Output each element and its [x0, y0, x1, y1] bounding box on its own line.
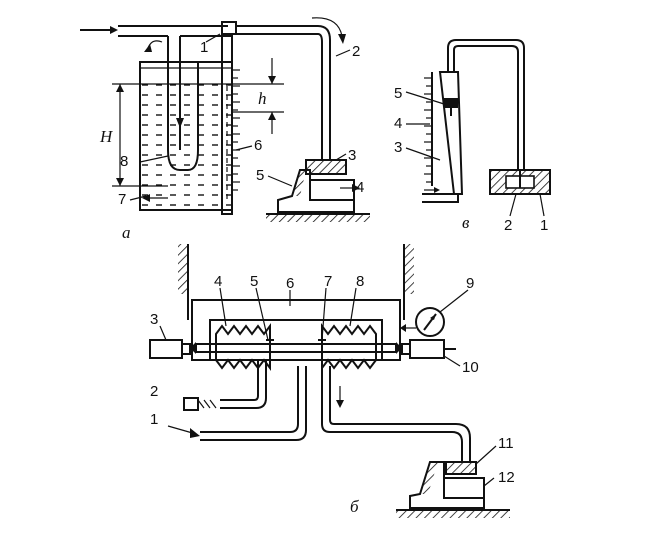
outlet-pipe-b — [321, 366, 463, 462]
caption-b: б — [350, 497, 359, 516]
bellows-4 — [215, 323, 271, 371]
workpiece-4 — [309, 179, 355, 201]
label-b-4: 4 — [214, 273, 222, 290]
fixture-5 — [277, 169, 355, 213]
label-a-3: 3 — [348, 147, 356, 164]
label-b-11: 11 — [498, 435, 514, 452]
label-v-2: 2 — [504, 217, 512, 234]
central-rod — [195, 343, 397, 353]
valve-2 — [183, 397, 199, 411]
sensor-3 — [149, 339, 183, 359]
label-b-8: 8 — [356, 273, 364, 290]
panel-b: 3 4 5 6 7 8 9 10 2 1 11 12 б — [149, 244, 515, 518]
label-b-9: 9 — [466, 275, 474, 292]
restrictor-1 — [221, 21, 237, 35]
dip-tube — [167, 36, 199, 171]
fixture-b — [409, 461, 485, 509]
label-a-7: 7 — [118, 191, 126, 208]
graduated-tube — [221, 35, 233, 215]
inlet-pipe-v — [422, 193, 459, 203]
label-b-5: 5 — [250, 273, 258, 290]
nozzle-11 — [445, 461, 477, 475]
label-a-1: 1 — [200, 39, 208, 56]
supply-pipe-a — [118, 25, 228, 37]
dimension-H — [112, 83, 168, 187]
label-b-7: 7 — [324, 273, 332, 290]
conical-tube — [438, 71, 464, 195]
label-b-6: 6 — [286, 275, 294, 292]
nozzle-3 — [305, 159, 347, 175]
gauge-9 — [415, 307, 445, 337]
wall-left — [178, 244, 188, 294]
label-a-5: 5 — [256, 167, 264, 184]
label-v-1: 1 — [540, 217, 548, 234]
outlet-pipe-v — [447, 39, 525, 170]
label-v-5: 5 — [394, 85, 402, 102]
scale-ticks-v — [424, 77, 432, 183]
workpiece-12 — [443, 477, 485, 499]
label-b-1: 1 — [150, 411, 158, 428]
label-a-4: 4 — [356, 179, 364, 196]
water-fill — [141, 84, 231, 209]
caption-a: а — [122, 223, 131, 242]
label-b-2: 2 — [150, 383, 158, 400]
bellows-8 — [321, 323, 377, 371]
label-a-2: 2 — [352, 43, 360, 60]
scale-ticks-a — [232, 69, 240, 191]
label-v-4: 4 — [394, 115, 402, 132]
dimension-h — [232, 58, 284, 134]
label-v-3: 3 — [394, 139, 402, 156]
float-5 — [444, 98, 458, 108]
panel-v: 5 4 3 2 1 в — [394, 39, 551, 234]
label-b-10: 10 — [462, 359, 479, 376]
label-a-h: h — [258, 89, 267, 108]
supply-pipe-1 — [200, 366, 299, 433]
flow-arrow-outlet — [311, 17, 343, 37]
sensor-10 — [409, 339, 445, 359]
label-a-8: 8 — [120, 153, 128, 170]
pipe-to-valve-2 — [220, 360, 267, 409]
label-a-H: H — [99, 127, 114, 146]
label-b-3: 3 — [150, 311, 158, 328]
caption-v: в — [462, 213, 470, 232]
label-a-6: 6 — [254, 137, 262, 154]
panel-a: 1 2 3 4 5 6 7 8 H h а — [80, 17, 370, 242]
outlet-pipe-2 — [236, 25, 331, 160]
wall-right — [404, 244, 414, 294]
label-b-12: 12 — [498, 469, 515, 486]
inlet-arrow-a — [80, 26, 118, 34]
